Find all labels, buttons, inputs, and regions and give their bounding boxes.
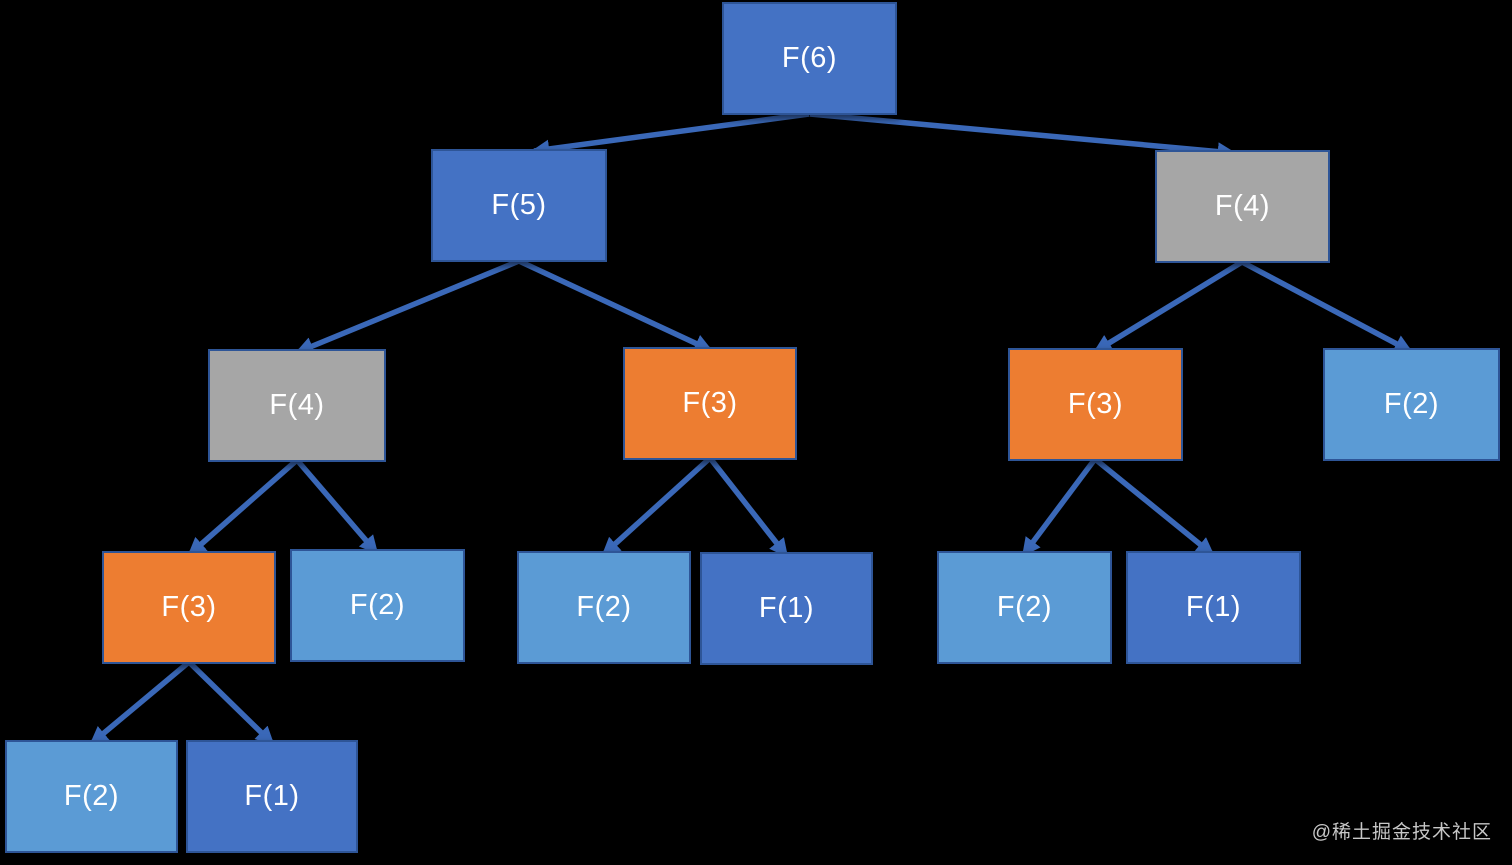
edge-f3-m-f1-mr — [707, 456, 789, 558]
node-f1-right-right: F(1) — [1126, 551, 1301, 664]
node-f1-mid-right: F(1) — [700, 552, 873, 665]
edge-f6-f5 — [530, 111, 810, 159]
edge-f3-ll-f1-br — [187, 660, 275, 746]
node-f2-far-right: F(2) — [1323, 348, 1500, 461]
edge-f4-r-f2-rr — [1240, 259, 1413, 354]
node-f5: F(5) — [431, 149, 607, 262]
node-f6: F(6) — [722, 2, 897, 115]
node-f4-left: F(4) — [208, 349, 386, 462]
edge-f6-f4-r — [809, 111, 1237, 161]
edge-f3-ll-f2-bl — [89, 659, 191, 746]
node-f3-mid: F(3) — [623, 347, 797, 460]
watermark: @稀土掘金技术社区 — [1311, 822, 1492, 843]
edge-f4-l-f3-ll — [187, 457, 299, 557]
node-f2-right-left: F(2) — [937, 551, 1112, 664]
edge-f3-m-f2-ml — [601, 455, 712, 557]
node-f4-right: F(4) — [1155, 150, 1330, 263]
edge-f4-r-f3-r — [1093, 259, 1244, 354]
node-f2-mid-left: F(2) — [517, 551, 691, 664]
edge-f3-r-f1-rr — [1093, 456, 1215, 557]
node-f3-deep-left: F(3) — [102, 551, 276, 664]
node-f1-bottom-right: F(1) — [186, 740, 358, 853]
edge-f4-l-f2-lr — [294, 458, 379, 555]
edge-f3-r-f2-rl — [1021, 457, 1098, 557]
node-f3-right: F(3) — [1008, 348, 1183, 461]
edge-f5-f4-l — [294, 258, 521, 355]
node-f2-bottom-left: F(2) — [5, 740, 178, 853]
edge-f5-f3-m — [517, 258, 714, 353]
node-f2-left: F(2) — [290, 549, 465, 662]
